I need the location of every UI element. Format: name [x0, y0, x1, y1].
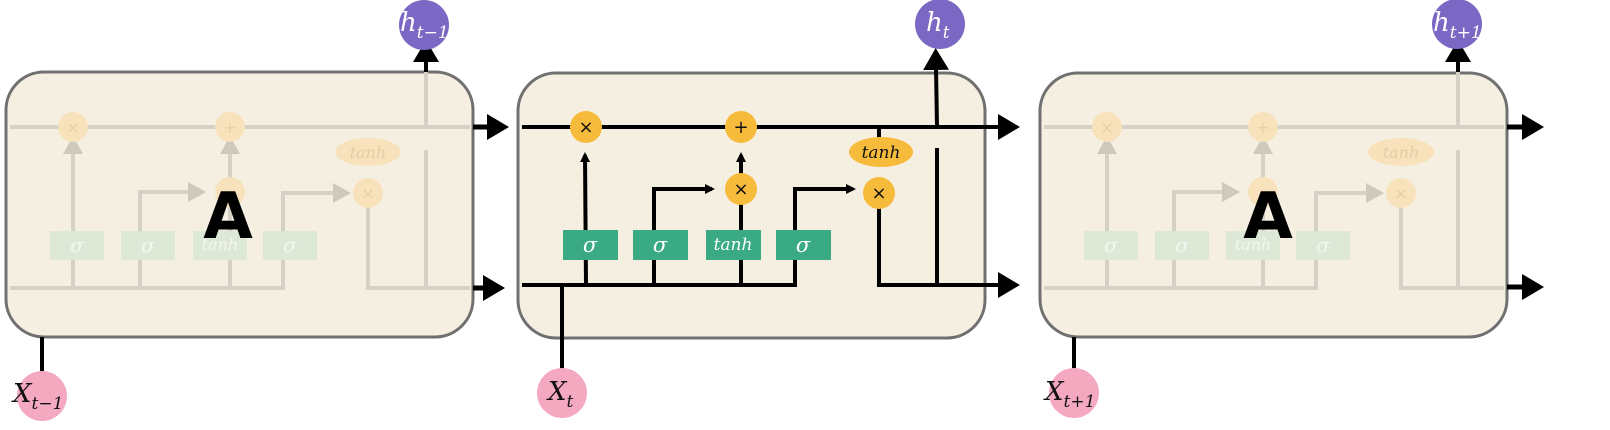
- gate-sigma: [263, 231, 317, 260]
- multiply-icon: [353, 178, 383, 208]
- cell-next-label: A: [1243, 180, 1293, 254]
- op-forget-symbol: ×: [66, 118, 79, 137]
- op-output-mul-symbol: ×: [361, 184, 374, 203]
- tanh-op-label: tanh: [350, 143, 387, 162]
- multiply-icon: [725, 173, 757, 205]
- output-node-prev-label: ht−1: [400, 8, 449, 43]
- cell-current-gates: σ σ tanh σ: [563, 230, 831, 260]
- gate-label: tanh: [1235, 235, 1272, 254]
- gate-label: tanh: [202, 235, 239, 254]
- gate-label: σ: [1175, 233, 1190, 257]
- input-node-next: [1049, 368, 1099, 418]
- gate-label: σ: [583, 233, 598, 257]
- output-node-next-label: ht+1: [1433, 8, 1482, 43]
- output-node-prev: [399, 0, 449, 50]
- tanh-op: [335, 138, 401, 166]
- plus-icon: [1248, 112, 1278, 142]
- multiply-icon: [58, 112, 88, 142]
- gate-sigma: [776, 230, 831, 260]
- gate-label: σ: [653, 233, 668, 257]
- gate-sigma: [121, 231, 175, 260]
- gate-label: σ: [1104, 233, 1119, 257]
- gate-label: σ: [283, 233, 298, 257]
- cell-current: × + × × tanh σ σ tanh σ: [516, 48, 1020, 370]
- op-add-symbol: +: [733, 117, 748, 138]
- cell-prev-box: [4, 70, 475, 339]
- output-node-current-label: ht: [926, 8, 950, 43]
- multiply-icon: [1386, 178, 1416, 208]
- multiply-icon: [215, 177, 245, 207]
- cell-next-ops: × + × tanh: [1092, 112, 1434, 208]
- output-node-current: [915, 0, 965, 49]
- op-input-mul-symbol: ×: [733, 179, 748, 200]
- cell-current-ops: × + × × tanh: [570, 111, 913, 209]
- op-forget-symbol: ×: [578, 117, 593, 138]
- tanh-op-label: tanh: [1383, 143, 1420, 162]
- input-node-current: [537, 368, 587, 418]
- input-node-current-label: Xt: [546, 377, 574, 412]
- tanh-op: [849, 137, 913, 167]
- gate-tanh: [706, 230, 761, 260]
- gate-sigma: [633, 230, 688, 260]
- gate-tanh: [1226, 231, 1280, 260]
- plus-icon: [215, 112, 245, 142]
- gate-sigma: [1084, 231, 1138, 260]
- input-node-prev-label: Xt−1: [11, 379, 63, 414]
- gate-sigma: [1296, 231, 1350, 260]
- cell-next-gates: σ σ tanh σ: [1084, 231, 1350, 260]
- gate-label: tanh: [714, 235, 753, 255]
- cell-next: × + × tanh σ σ tanh σ A: [1038, 40, 1544, 372]
- multiply-icon: [1248, 177, 1278, 207]
- op-add-symbol: +: [223, 118, 236, 137]
- multiply-icon: [570, 111, 602, 143]
- op-add-symbol: +: [1256, 118, 1269, 137]
- cell-prev-ops: × + × tanh: [58, 112, 401, 208]
- gate-label: σ: [70, 233, 85, 257]
- cell-prev-gates: σ σ tanh σ: [50, 231, 317, 260]
- tanh-op: [1368, 138, 1434, 166]
- multiply-icon: [863, 177, 895, 209]
- multiply-icon: [1092, 112, 1122, 142]
- gate-label: σ: [796, 233, 811, 257]
- tanh-op-label: tanh: [862, 143, 901, 163]
- gate-sigma: [50, 231, 104, 260]
- op-forget-symbol: ×: [1100, 118, 1113, 137]
- cell-current-internal-lines: [522, 48, 1020, 370]
- op-output-mul-symbol: ×: [1394, 184, 1407, 203]
- gate-sigma: [563, 230, 618, 260]
- gate-tanh: [193, 231, 247, 260]
- output-node-next: [1432, 0, 1482, 49]
- gate-label: σ: [141, 233, 156, 257]
- input-node-prev: [17, 371, 67, 421]
- gate-sigma: [1155, 231, 1209, 260]
- input-node-next-label: Xt+1: [1043, 377, 1095, 412]
- cell-prev: × + × tanh σ σ tanh σ A: [4, 40, 509, 375]
- gate-label: σ: [1316, 233, 1331, 257]
- plus-icon: [725, 111, 757, 143]
- cell-prev-label: A: [203, 180, 253, 254]
- op-output-mul-symbol: ×: [871, 183, 886, 204]
